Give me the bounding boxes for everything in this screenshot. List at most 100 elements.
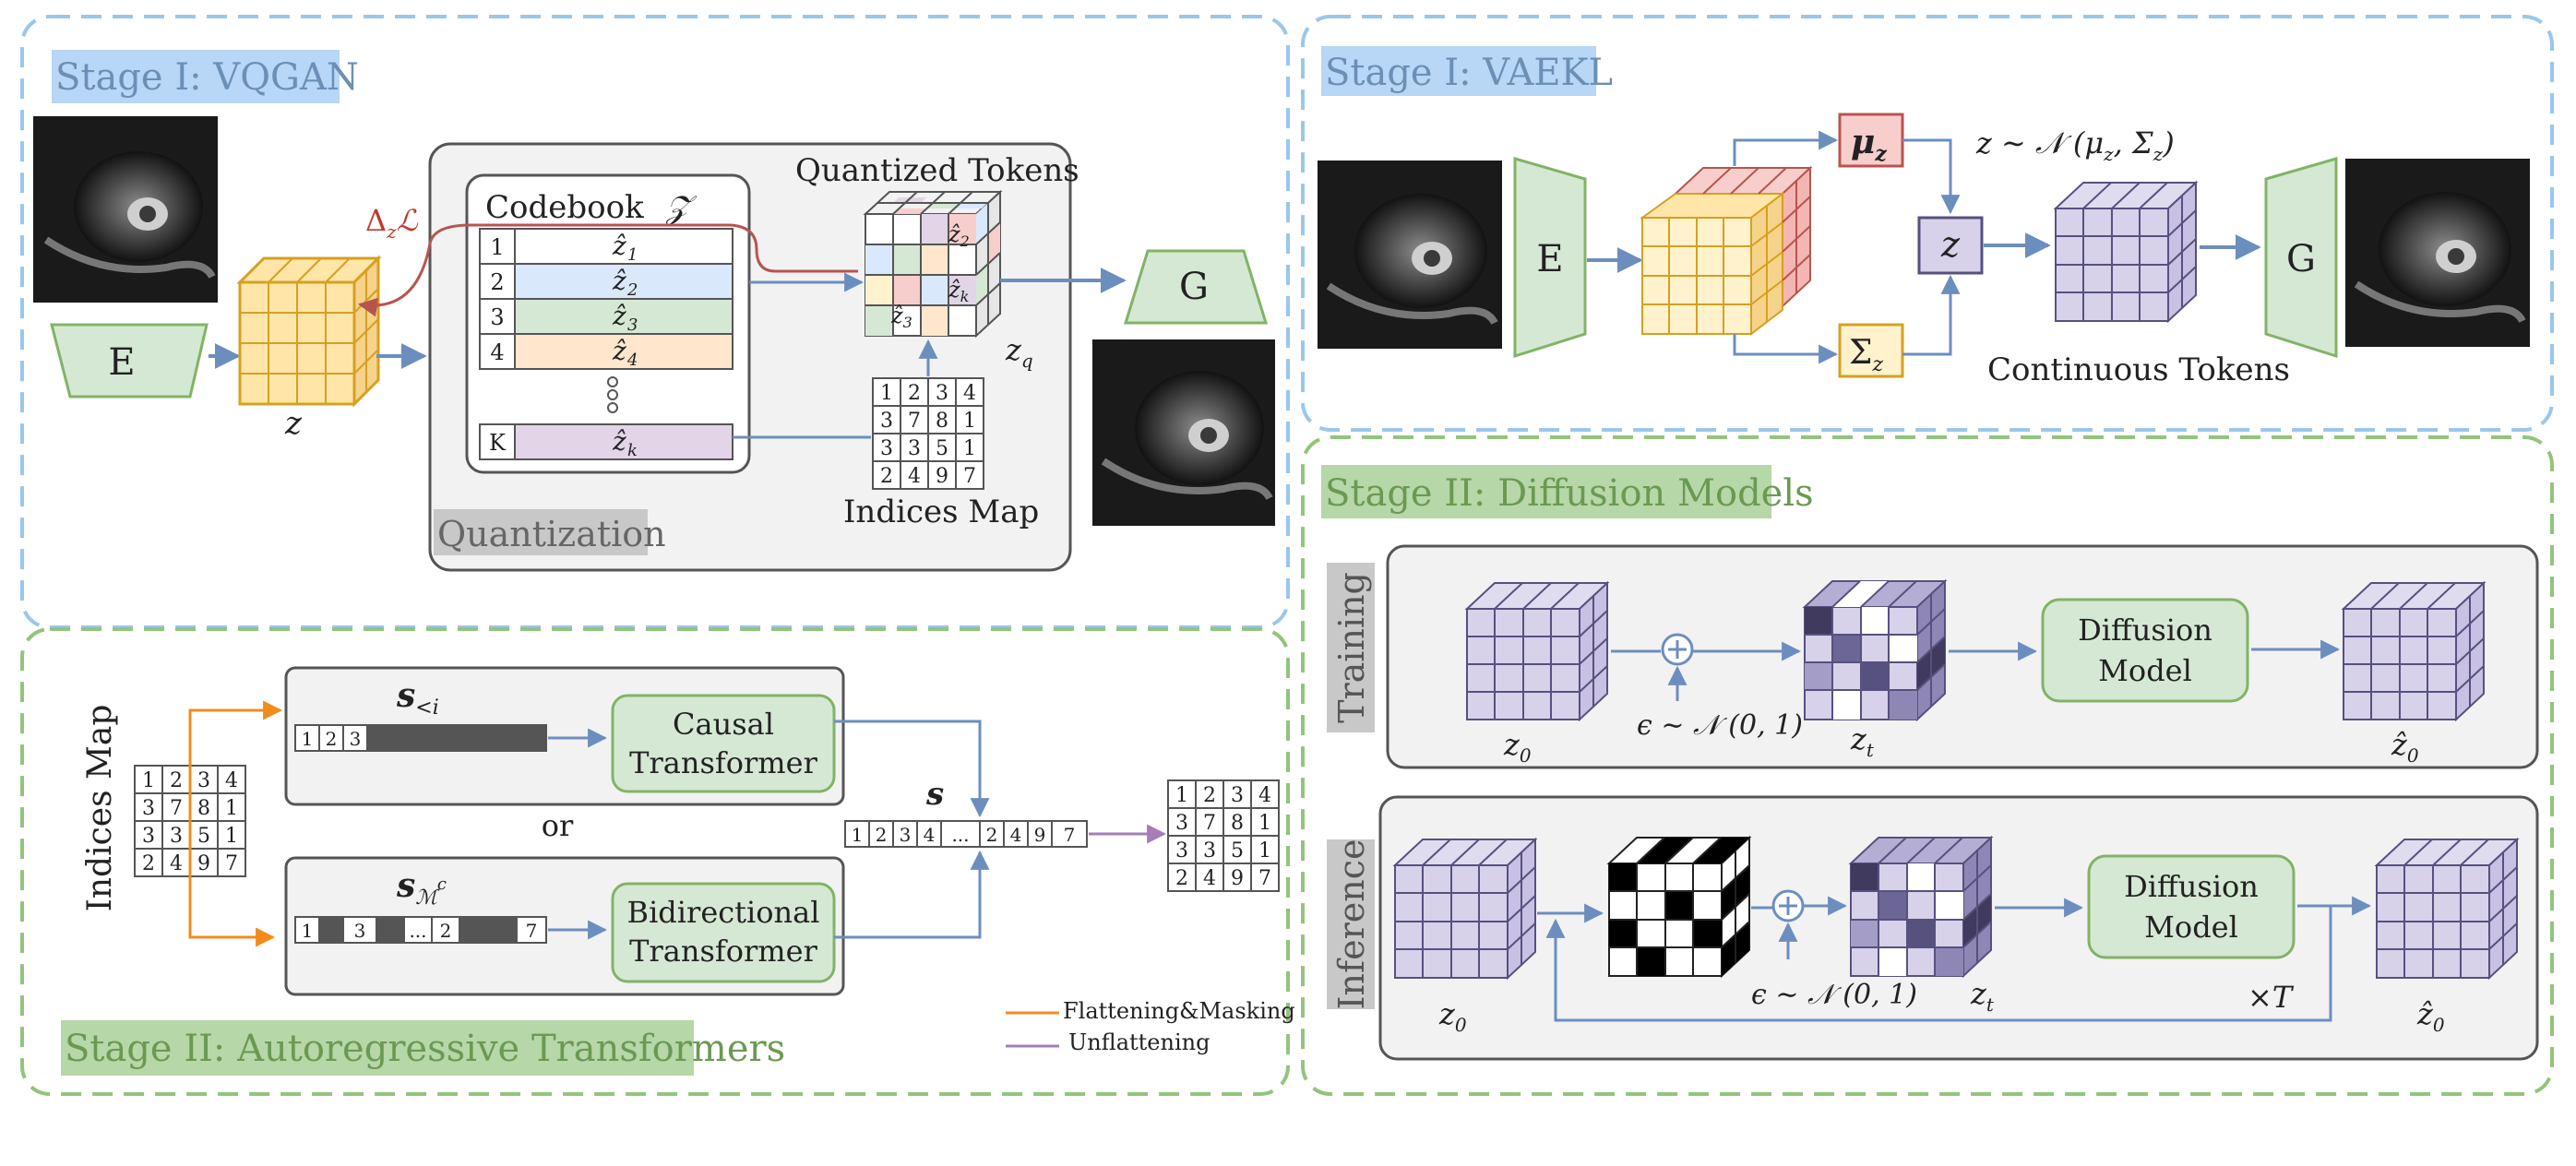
input-mri-image — [33, 116, 218, 303]
bidir-sequence: 1 3 ... 2 7 — [294, 916, 547, 944]
inference-mask-cube — [1606, 835, 1752, 979]
svg-text:1: 1 — [963, 437, 976, 460]
codebook-row-k: K ẑ k — [479, 423, 733, 460]
codebook-row-3: 3 ẑ 3 — [479, 298, 733, 335]
svg-text:3: 3 — [142, 825, 155, 848]
continuous-tokens-cube — [2053, 180, 2199, 324]
causal-sequence: 1 2 3 — [294, 724, 547, 752]
quantized-tokens-cube — [863, 189, 1003, 339]
training-zhat-label: ẑ0 — [2391, 727, 2419, 767]
diffusion-panel — [1301, 435, 2554, 1096]
svg-text:3: 3 — [1175, 839, 1188, 863]
arrow-sigma-to-z — [1902, 274, 1961, 356]
svg-text:4: 4 — [908, 465, 921, 488]
svg-text:7: 7 — [170, 797, 183, 820]
vqgan-decoder — [1123, 249, 1269, 325]
mu-label: μz — [1851, 123, 1887, 166]
inference-times-t: ×T — [2248, 980, 2295, 1015]
svg-text:2: 2 — [1175, 867, 1188, 890]
arrow-to-mu — [1733, 130, 1839, 166]
svg-text:4: 4 — [1010, 824, 1022, 846]
svg-text:4: 4 — [225, 769, 238, 792]
vqgan-indices-title: Indices Map — [843, 494, 1039, 530]
svg-text:2: 2 — [876, 824, 888, 846]
svg-text:3: 3 — [1231, 784, 1244, 807]
svg-text:3: 3 — [900, 824, 912, 846]
svg-text:1: 1 — [1175, 784, 1188, 807]
svg-text:7: 7 — [526, 920, 538, 942]
inference-diffusion-model — [2087, 854, 2296, 959]
commitment-loss-arrow — [357, 223, 858, 317]
vaekl-decoder-label: G — [2286, 238, 2316, 280]
svg-text:1: 1 — [302, 728, 314, 750]
quantization-label-bg — [434, 509, 648, 555]
output-mri-image — [1092, 339, 1275, 526]
svg-text:2: 2 — [490, 269, 504, 295]
svg-text:7: 7 — [1203, 812, 1216, 835]
svg-text:3: 3 — [490, 304, 504, 330]
svg-text:3: 3 — [197, 769, 210, 792]
vaekl-encoder-label: E — [1536, 238, 1563, 280]
inference-model-line1: Diffusion — [2124, 869, 2259, 904]
svg-text:1: 1 — [302, 920, 314, 942]
training-diffusion-model — [2041, 598, 2249, 703]
inference-label: Inference — [1331, 839, 1372, 1010]
training-noise-label: ϵ ∼ 𝒩 (0, 1) — [1637, 709, 1803, 742]
svg-text:4: 4 — [1258, 784, 1271, 807]
arrow-bidir-to-s — [834, 850, 990, 939]
s-causal-label: s<i — [396, 676, 439, 720]
svg-text:9: 9 — [197, 852, 210, 875]
svg-text:8: 8 — [1231, 812, 1244, 835]
svg-text:4: 4 — [490, 339, 504, 365]
svg-text:5: 5 — [936, 437, 948, 460]
svg-text:ẑ: ẑ — [612, 266, 626, 296]
svg-text:k: k — [627, 441, 638, 460]
svg-text:3: 3 — [354, 920, 366, 942]
svg-text:1: 1 — [1258, 839, 1271, 863]
svg-text:2: 2 — [908, 382, 921, 405]
svg-text:2: 2 — [986, 824, 998, 846]
arrow-to-sigma — [1733, 334, 1839, 364]
ar-panel — [20, 627, 1290, 1096]
svg-text:2: 2 — [326, 728, 338, 750]
svg-text:1: 1 — [1258, 812, 1271, 835]
inference-zhat-cube — [2374, 837, 2520, 981]
inference-z0-label: z0 — [1438, 996, 1467, 1036]
mu-box — [1838, 113, 1904, 168]
svg-text:7: 7 — [225, 852, 238, 875]
svg-text:3: 3 — [350, 728, 362, 750]
bidir-line2: Transformer — [629, 934, 817, 969]
s-output-label: s — [925, 776, 944, 813]
continuous-tokens-label: Continuous Tokens — [1987, 351, 2290, 388]
inference-zhat-label: ẑ0 — [2416, 996, 2445, 1036]
vqgan-decoder-label: G — [1179, 266, 1209, 308]
svg-text:4: 4 — [1203, 867, 1216, 890]
svg-text:ẑ: ẑ — [612, 301, 626, 331]
svg-text:ẑ: ẑ — [612, 426, 626, 457]
legend-unflatten-label: Unflattening — [1068, 1029, 1210, 1055]
arrow-inf-loop — [1545, 906, 2332, 1022]
svg-text:7: 7 — [1064, 824, 1076, 846]
svg-text:1: 1 — [225, 797, 238, 820]
diffusion-title-bg — [1321, 465, 1771, 518]
svg-text:9: 9 — [1034, 824, 1046, 846]
ar-title: Stage II: Autoregressive Transformers — [65, 1028, 785, 1070]
svg-text:3: 3 — [908, 437, 921, 460]
training-label-bg — [1327, 563, 1375, 732]
inference-model-line2: Model — [2144, 910, 2238, 945]
svg-text:2: 2 — [880, 465, 893, 488]
training-zt-label: zt — [1850, 721, 1875, 761]
cube-token-z2: ẑ2 — [948, 221, 970, 250]
causal-line1: Causal — [673, 707, 774, 742]
svg-text:3: 3 — [1203, 839, 1216, 863]
codebook-ellipsis — [607, 376, 618, 413]
causal-transformer — [611, 694, 836, 793]
svg-text:3: 3 — [880, 410, 893, 433]
svg-text:1: 1 — [225, 825, 238, 848]
training-label: Training — [1331, 572, 1372, 723]
sigma-label: Σz — [1849, 334, 1883, 376]
vaekl-input-mri — [1318, 161, 1502, 349]
svg-text:3: 3 — [1175, 812, 1188, 835]
